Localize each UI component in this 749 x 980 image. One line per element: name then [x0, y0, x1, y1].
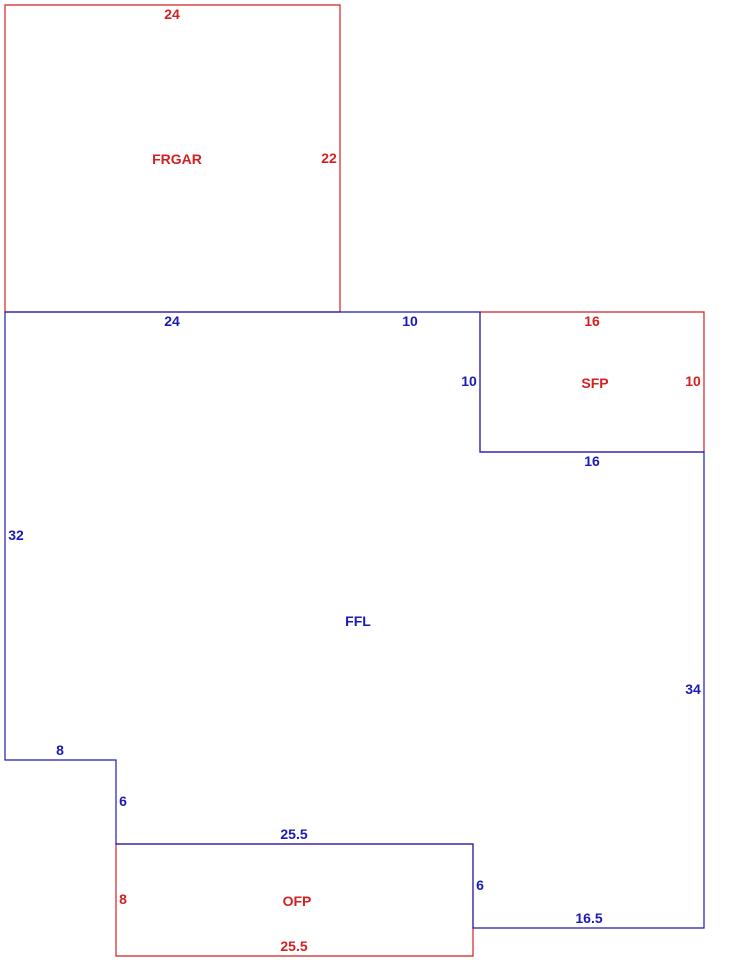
ffl-outline [4, 311, 705, 929]
ofp-left-dimension: 8 [119, 891, 127, 907]
ffl-right-dimension: 34 [685, 681, 701, 697]
frgar-top-dimension: 24 [164, 6, 180, 22]
ffl-bottom-right-side-dimension: 6 [476, 877, 484, 893]
ofp-bottom-dimension: 25.5 [280, 938, 307, 954]
ffl-sfp-bottom-dimension: 16 [584, 453, 600, 469]
ffl-left-dimension: 32 [8, 527, 24, 543]
ffl-step-side-dimension: 6 [119, 793, 127, 809]
sfp-right-dimension: 10 [685, 373, 701, 389]
ffl-bottom-mid-dimension: 25.5 [280, 826, 307, 842]
sfp-top-dimension: 16 [584, 313, 600, 329]
ffl-bottom-right-dimension: 16.5 [575, 910, 602, 926]
ofp-area-label: OFP [283, 893, 312, 909]
frgar-right-dimension: 22 [321, 150, 337, 166]
ffl-sfp-side-dimension: 10 [461, 373, 477, 389]
sfp-area-label: SFP [581, 375, 608, 391]
ffl-top-left-dimension: 24 [164, 313, 180, 329]
frgar-area-label: FRGAR [152, 151, 202, 167]
ffl-step-top-dimension: 8 [56, 742, 64, 758]
ffl-top-right-dimension: 10 [402, 313, 418, 329]
ffl-area-label: FFL [345, 613, 371, 629]
